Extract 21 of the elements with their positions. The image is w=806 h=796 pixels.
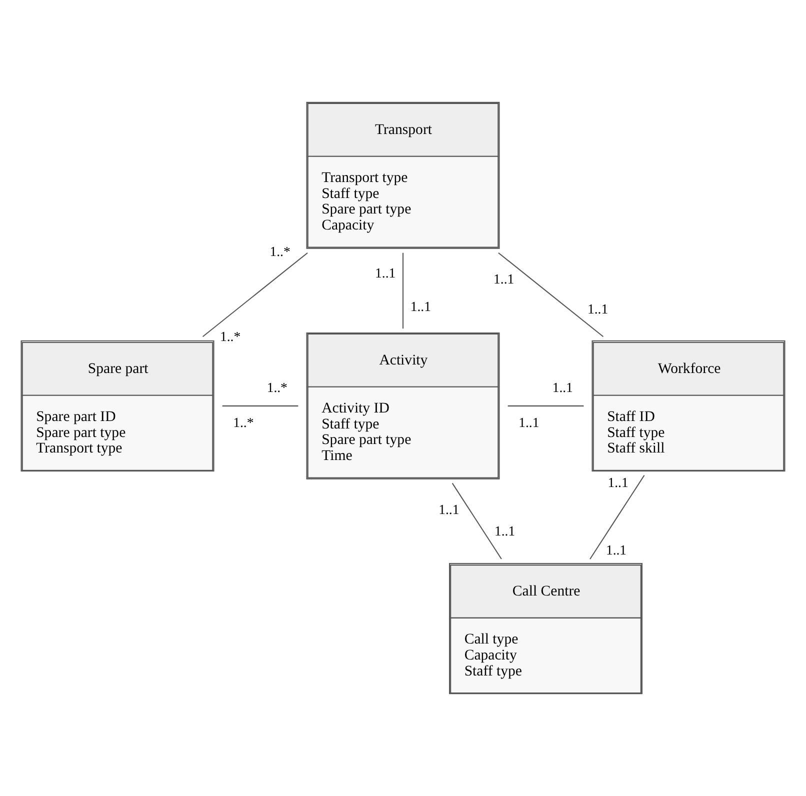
connector bbox=[452, 482, 502, 560]
connector bbox=[202, 252, 308, 338]
connector bbox=[222, 405, 298, 406]
label: 1..1 bbox=[438, 502, 460, 518]
label: 1..1 bbox=[375, 266, 396, 280]
label: 1..1 bbox=[587, 301, 608, 316]
label: 1..1 bbox=[608, 474, 628, 490]
label: 1..* bbox=[220, 328, 241, 344]
connector bbox=[590, 474, 645, 560]
label: 1..1 bbox=[606, 542, 627, 558]
connector bbox=[402, 252, 404, 329]
label: 1..* bbox=[270, 244, 290, 259]
label: 1..* bbox=[266, 380, 288, 395]
label: 1..1 bbox=[494, 271, 514, 286]
label: 1..1 bbox=[518, 415, 540, 430]
label: 1..* bbox=[233, 415, 254, 430]
label: 1..1 bbox=[494, 523, 516, 538]
label: 1..1 bbox=[552, 380, 573, 395]
connector bbox=[498, 252, 604, 338]
connector bbox=[508, 405, 584, 406]
label: 1..1 bbox=[410, 299, 431, 314]
